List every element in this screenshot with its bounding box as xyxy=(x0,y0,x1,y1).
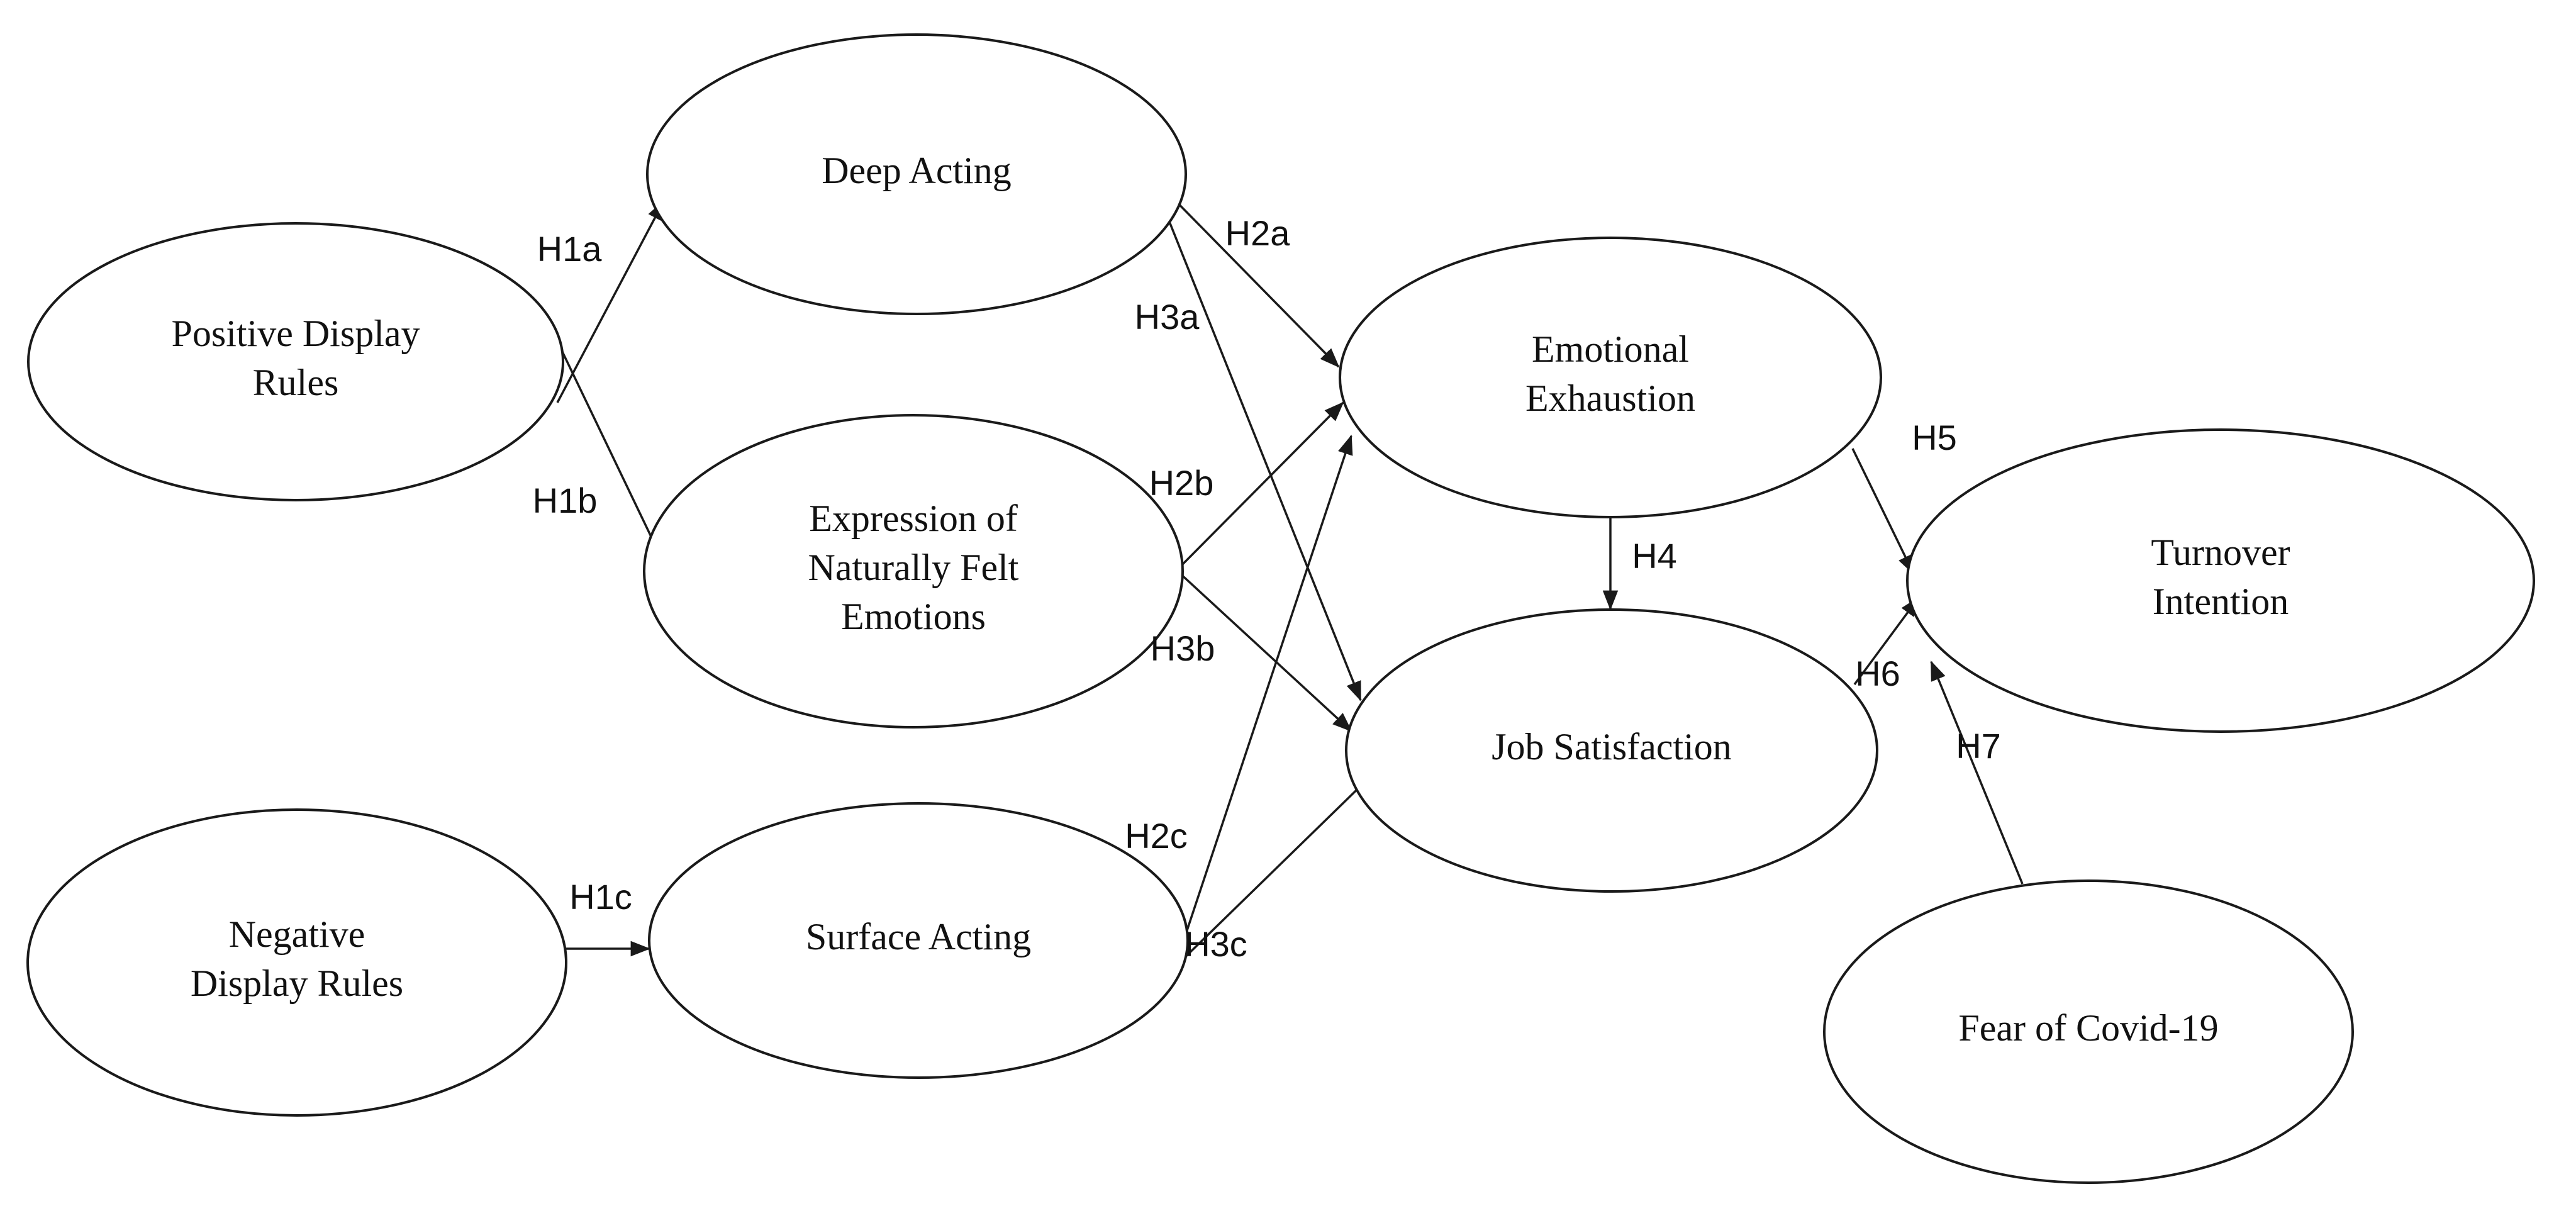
node-shape-emotional_exhaustion xyxy=(1339,237,1882,518)
node-label-positive_display_rules: Rules xyxy=(253,362,339,403)
edge-label-h3a: H3a xyxy=(1135,297,1200,337)
edge-h3b xyxy=(1176,570,1352,732)
edge-h7 xyxy=(1930,661,2024,885)
edge-h2a xyxy=(1159,184,1340,368)
edge-h2b xyxy=(1176,401,1344,571)
node-shape-deep_acting xyxy=(646,33,1187,315)
edge-label-h2c: H2c xyxy=(1125,816,1188,856)
node-shape-expression_naturally_felt xyxy=(643,414,1184,729)
node-label-emotional_exhaustion: Emotional xyxy=(1532,328,1689,370)
node-label-job_satisfaction: Job Satisfaction xyxy=(1492,726,1732,768)
node-label-deep_acting: Deep Acting xyxy=(822,150,1012,191)
edge-h6 xyxy=(1853,596,1920,686)
node-shape-positive_display_rules xyxy=(27,222,564,501)
node-label-emotional_exhaustion: Exhaustion xyxy=(1525,377,1695,419)
edge-h2c xyxy=(1175,435,1353,963)
edges-layer xyxy=(552,184,2024,966)
edge-h3a xyxy=(1155,188,1362,701)
node-label-expression_naturally_felt: Emotions xyxy=(841,596,986,637)
node-label-fear_of_covid: Fear of Covid-19 xyxy=(1958,1007,2218,1049)
edge-h5 xyxy=(1851,448,1915,575)
node-label-expression_naturally_felt: Expression of xyxy=(809,498,1018,539)
edge-label-h1a: H1a xyxy=(537,229,603,269)
edge-label-h4: H4 xyxy=(1632,536,1677,576)
node-shape-job_satisfaction xyxy=(1345,608,1878,893)
node-shape-negative_display_rules xyxy=(26,808,567,1117)
node-shape-fear_of_covid xyxy=(1823,879,2354,1184)
node-label-positive_display_rules: Positive Display xyxy=(171,313,420,354)
node-shape-surface_acting xyxy=(648,802,1189,1079)
edge-label-h3c: H3c xyxy=(1185,924,1247,964)
edge-h3c xyxy=(1176,771,1376,966)
edge-label-h3b: H3b xyxy=(1151,628,1215,668)
edge-label-h5: H5 xyxy=(1912,418,1957,457)
node-label-surface_acting: Surface Acting xyxy=(806,916,1031,958)
node-label-turnover_intention: Turnover xyxy=(2151,532,2290,573)
edge-label-h2b: H2b xyxy=(1149,463,1214,503)
node-job_satisfaction[interactable]: Job Satisfaction xyxy=(1345,608,1878,893)
node-deep_acting[interactable]: Deep Acting xyxy=(646,33,1187,315)
node-fear_of_covid[interactable]: Fear of Covid-19 xyxy=(1823,879,2354,1184)
node-label-turnover_intention: Intention xyxy=(2153,581,2289,622)
node-label-negative_display_rules: Display Rules xyxy=(191,963,403,1004)
edge-label-h6: H6 xyxy=(1855,654,1900,693)
edge-h1a xyxy=(556,200,665,403)
edge-label-h1b: H1b xyxy=(533,481,598,520)
node-label-expression_naturally_felt: Naturally Felt xyxy=(808,547,1019,588)
node-shape-turnover_intention xyxy=(1906,428,2535,733)
edge-label-h7: H7 xyxy=(1956,726,2001,766)
edge-h1b xyxy=(552,333,668,571)
edge-label-h1c: H1c xyxy=(569,877,632,917)
node-surface_acting[interactable]: Surface Acting xyxy=(648,802,1189,1079)
edge-label-h2a: H2a xyxy=(1225,213,1291,253)
node-label-negative_display_rules: Negative xyxy=(229,913,365,955)
